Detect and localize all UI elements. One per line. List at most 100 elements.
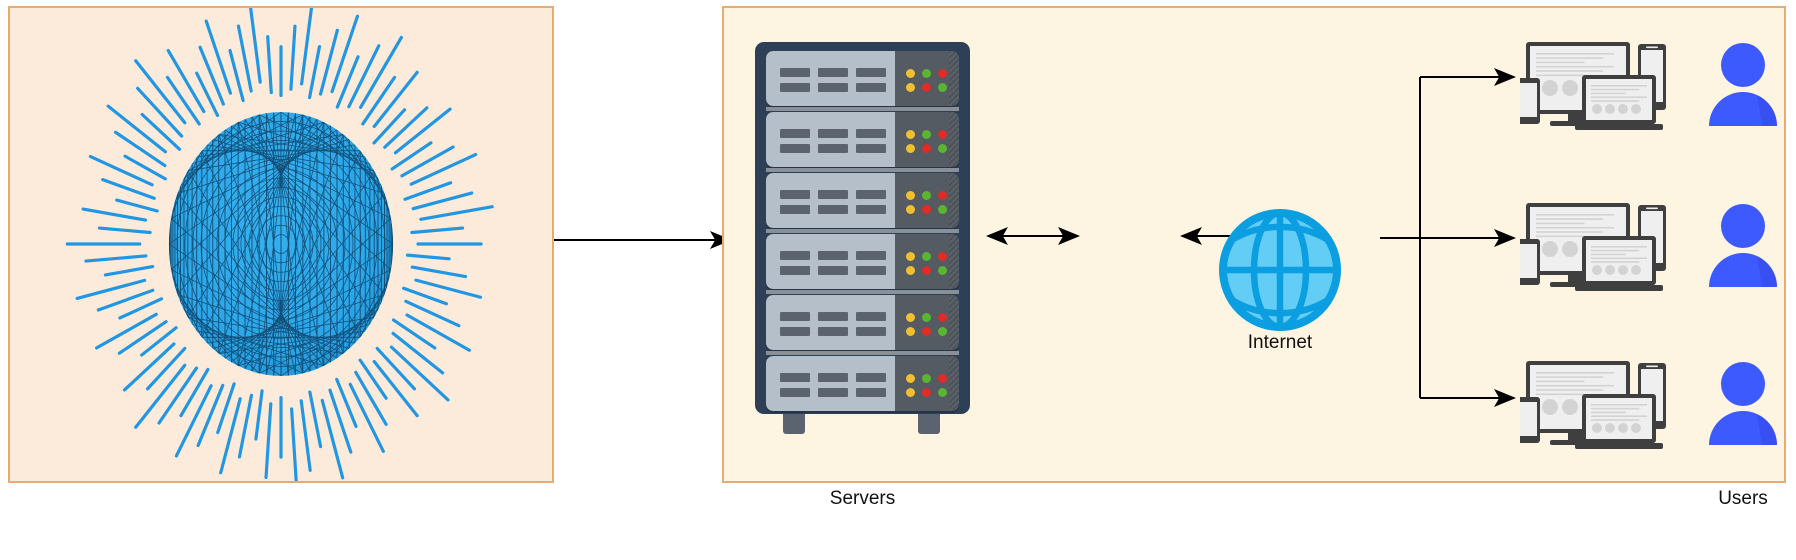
server-slot <box>780 144 810 153</box>
multi-device-icon[interactable] <box>1520 350 1695 450</box>
server-slot <box>856 144 886 153</box>
multi-device-icon[interactable] <box>1520 192 1695 292</box>
server-led <box>938 144 947 153</box>
server-unit[interactable] <box>766 295 959 350</box>
server-led <box>938 266 947 275</box>
laptop-icon <box>1575 236 1663 291</box>
server-led <box>938 69 947 78</box>
avatar-head <box>1721 204 1765 248</box>
server-slot <box>818 327 848 336</box>
server-slot <box>856 205 886 214</box>
smartphone-icon <box>1520 78 1540 124</box>
server-led <box>922 130 931 139</box>
server-led-panel <box>895 173 959 228</box>
server-slot <box>856 129 886 138</box>
server-slot <box>780 266 810 275</box>
server-rack-icon[interactable] <box>755 42 995 482</box>
connector-artwork-to-servers <box>554 231 732 249</box>
server-unit-face <box>766 51 895 106</box>
laptop-icon <box>1575 75 1663 130</box>
rack-divider <box>766 168 959 172</box>
server-led <box>922 83 931 92</box>
user-avatar-icon[interactable] <box>1706 38 1780 126</box>
server-led <box>938 83 947 92</box>
server-unit-face <box>766 112 895 167</box>
server-slot <box>856 68 886 77</box>
server-slot <box>818 388 848 397</box>
server-slot <box>818 266 848 275</box>
rack-divider <box>766 107 959 111</box>
server-led <box>906 313 915 322</box>
server-led-panel <box>895 295 959 350</box>
avatar-shadow <box>1757 414 1777 445</box>
server-slot <box>780 83 810 92</box>
server-slot <box>818 83 848 92</box>
server-led <box>938 327 947 336</box>
server-slot <box>856 251 886 260</box>
server-led <box>938 205 947 214</box>
server-slot <box>780 388 810 397</box>
server-slot <box>856 266 886 275</box>
server-slot <box>818 68 848 77</box>
server-led <box>906 130 915 139</box>
user-avatar-icon[interactable] <box>1706 357 1780 445</box>
server-led <box>922 252 931 261</box>
users-label: Users <box>1718 488 1768 509</box>
rack-divider <box>766 229 959 233</box>
server-slot <box>780 373 810 382</box>
server-slot <box>780 312 810 321</box>
server-slot <box>818 373 848 382</box>
server-unit-face <box>766 356 895 411</box>
rack-divider <box>766 351 959 355</box>
smartphone-icon <box>1520 397 1540 443</box>
server-led <box>922 313 931 322</box>
rack-foot-left <box>783 414 805 434</box>
artwork-panel <box>8 6 554 483</box>
server-led <box>938 191 947 200</box>
server-slot <box>856 190 886 199</box>
smartphone-icon <box>1520 239 1540 285</box>
server-led <box>938 252 947 261</box>
server-slot <box>818 205 848 214</box>
multi-device-icon[interactable] <box>1520 31 1695 131</box>
server-led <box>906 252 915 261</box>
server-led <box>938 388 947 397</box>
avatar-shadow <box>1757 256 1777 287</box>
server-led <box>906 266 915 275</box>
servers-label: Servers <box>829 488 896 509</box>
server-led <box>906 144 915 153</box>
server-led <box>922 144 931 153</box>
server-unit-face <box>766 234 895 289</box>
radial-burst-circle-artwork <box>65 8 494 481</box>
globe-icon[interactable] <box>1180 180 1380 360</box>
server-led <box>906 388 915 397</box>
rack-divider <box>766 290 959 294</box>
server-unit-face <box>766 295 895 350</box>
server-led <box>938 313 947 322</box>
server-slot <box>780 190 810 199</box>
server-led <box>906 83 915 92</box>
server-unit[interactable] <box>766 234 959 289</box>
server-slot <box>818 251 848 260</box>
server-slot <box>818 144 848 153</box>
user-avatar-icon[interactable] <box>1706 199 1780 287</box>
server-led-panel <box>895 51 959 106</box>
rack-foot-right <box>918 414 940 434</box>
server-unit[interactable] <box>766 51 959 106</box>
server-led <box>922 266 931 275</box>
server-led <box>922 205 931 214</box>
avatar-head <box>1721 362 1765 406</box>
server-led <box>938 130 947 139</box>
connector-servers-to-internet <box>986 227 1080 245</box>
server-led <box>922 388 931 397</box>
server-led <box>906 327 915 336</box>
server-unit[interactable] <box>766 112 959 167</box>
server-led <box>922 374 931 383</box>
server-slot <box>818 129 848 138</box>
server-led <box>922 327 931 336</box>
server-slot <box>818 190 848 199</box>
server-unit[interactable] <box>766 173 959 228</box>
server-unit[interactable] <box>766 356 959 411</box>
server-slot <box>856 312 886 321</box>
